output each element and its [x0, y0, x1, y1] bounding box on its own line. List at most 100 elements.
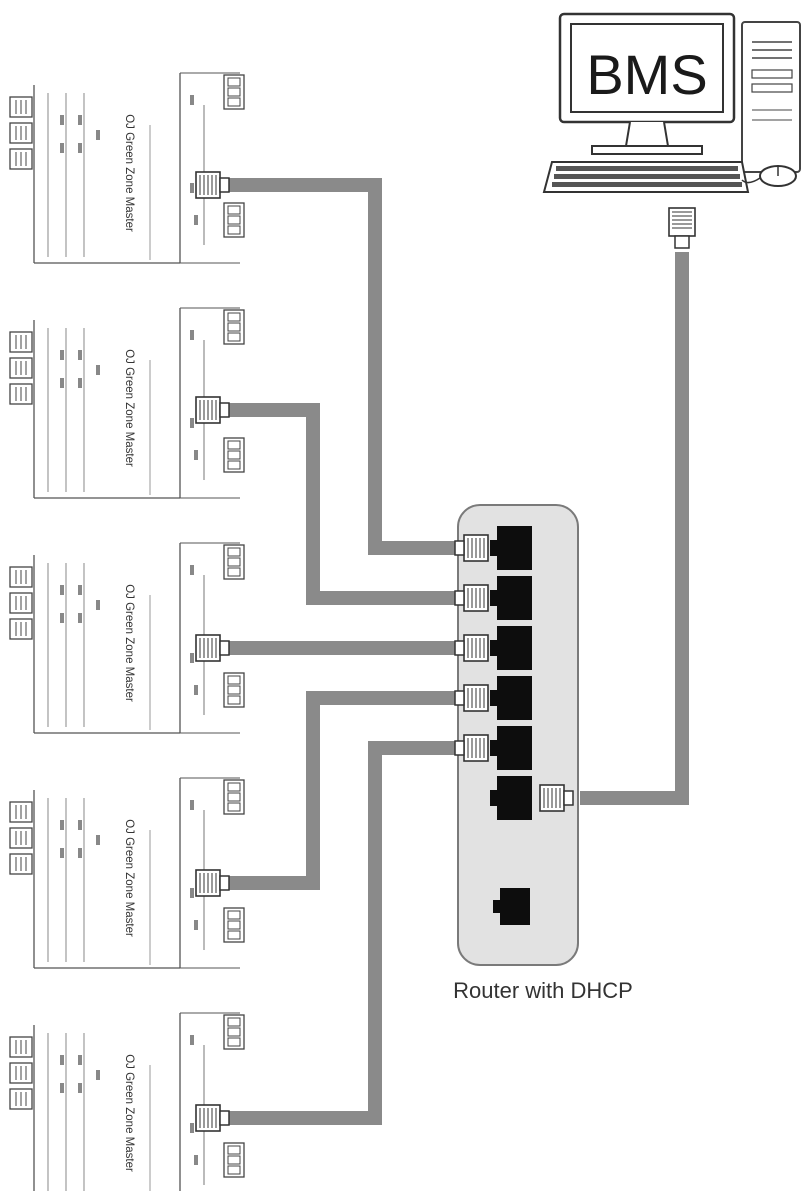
terminal-block-icon	[223, 544, 245, 580]
terminal-block-frame	[223, 74, 245, 110]
detail-mark	[78, 613, 82, 623]
terminal-block-icon	[9, 1088, 33, 1110]
router-uplink-connector	[539, 784, 574, 812]
detail-mark	[96, 835, 100, 845]
terminal-screw	[227, 1017, 241, 1027]
terminal-screw	[227, 1155, 241, 1165]
detail-mark	[194, 215, 198, 225]
terminal-screw	[227, 675, 241, 685]
terminal-block-icon	[9, 357, 33, 379]
terminal-block-frame	[223, 1142, 245, 1178]
terminal-block-frame	[223, 1014, 245, 1050]
detail-mark	[60, 848, 64, 858]
detail-mark	[190, 653, 194, 663]
bms-computer: BMS	[542, 12, 801, 193]
terminal-screw	[227, 910, 241, 920]
terminal-block-icon	[223, 907, 245, 943]
detail-mark	[96, 365, 100, 375]
detail-mark	[60, 1055, 64, 1065]
terminal-block-icon	[223, 672, 245, 708]
ethernet-cable	[226, 691, 462, 890]
terminal-block-frame	[223, 202, 245, 238]
computer-tower	[741, 21, 801, 173]
terminal-screw	[227, 695, 241, 705]
detail-mark	[78, 848, 82, 858]
terminal-screw	[227, 930, 241, 940]
ethernet-cable	[226, 178, 462, 555]
router: Router with DHCP	[453, 504, 633, 1003]
detail-mark	[78, 115, 82, 125]
ethernet-cable	[226, 741, 462, 1125]
terminal-screw	[227, 685, 241, 695]
connector-boot	[219, 402, 230, 418]
connector-boot	[454, 640, 465, 656]
detail-mark	[194, 920, 198, 930]
connector-boot	[674, 235, 690, 249]
computer-monitor: BMS	[558, 12, 736, 155]
router-ethernet-connector	[454, 534, 489, 562]
terminal-block-icon	[9, 383, 33, 405]
connector-boot	[454, 740, 465, 756]
bms-screen-label: BMS	[586, 43, 707, 106]
terminal-screw	[227, 792, 241, 802]
connector-boot	[454, 590, 465, 606]
detail-mark	[96, 600, 100, 610]
detail-mark	[60, 350, 64, 360]
terminal-block-icon	[9, 566, 33, 588]
terminal-block-frame	[223, 907, 245, 943]
terminal-screw	[227, 567, 241, 577]
detail-mark	[60, 115, 64, 125]
router-port	[490, 626, 532, 670]
ethernet-cable	[580, 252, 689, 805]
detail-mark	[190, 183, 194, 193]
terminal-block-icon	[223, 1142, 245, 1178]
terminal-screw	[227, 322, 241, 332]
terminal-screw	[227, 312, 241, 322]
detail-mark	[60, 613, 64, 623]
detail-mark	[190, 1123, 194, 1133]
terminal-block-icon	[9, 801, 33, 823]
terminal-screw	[227, 557, 241, 567]
terminal-screw	[227, 1145, 241, 1155]
module-ethernet-connector	[195, 396, 230, 424]
router-port	[490, 676, 532, 720]
terminal-block-frame	[223, 437, 245, 473]
detail-mark	[60, 378, 64, 388]
router-ethernet-connector	[454, 584, 489, 612]
detail-mark	[78, 1055, 82, 1065]
module-ethernet-connector	[195, 869, 230, 897]
router-ethernet-connector	[454, 684, 489, 712]
terminal-block-icon	[9, 1062, 33, 1084]
detail-mark	[190, 418, 194, 428]
ethernet-cable	[226, 403, 462, 605]
terminal-block-icon	[223, 1014, 245, 1050]
terminal-screw	[227, 547, 241, 557]
detail-mark	[194, 450, 198, 460]
detail-mark	[190, 565, 194, 575]
router-label: Router with DHCP	[453, 978, 633, 1003]
terminal-block-icon	[9, 853, 33, 875]
cables	[226, 178, 689, 1125]
detail-mark	[60, 585, 64, 595]
terminal-block-icon	[9, 148, 33, 170]
terminal-screw	[227, 460, 241, 470]
terminal-block-frame	[223, 672, 245, 708]
router-ethernet-connector	[454, 634, 489, 662]
detail-mark	[78, 350, 82, 360]
terminal-block-icon	[9, 122, 33, 144]
detail-mark	[78, 585, 82, 595]
computer-mouse	[741, 165, 797, 187]
terminal-screw	[227, 920, 241, 930]
terminal-block-icon	[9, 1036, 33, 1058]
terminal-block-icon	[9, 592, 33, 614]
detail-mark	[78, 820, 82, 830]
terminal-screw	[227, 215, 241, 225]
detail-mark	[78, 378, 82, 388]
connector-boot	[454, 540, 465, 556]
terminal-screw	[227, 782, 241, 792]
zone-master-label: OJ Green Zone Master	[123, 1054, 135, 1172]
terminal-screw	[227, 87, 241, 97]
terminal-block-frame	[223, 309, 245, 345]
